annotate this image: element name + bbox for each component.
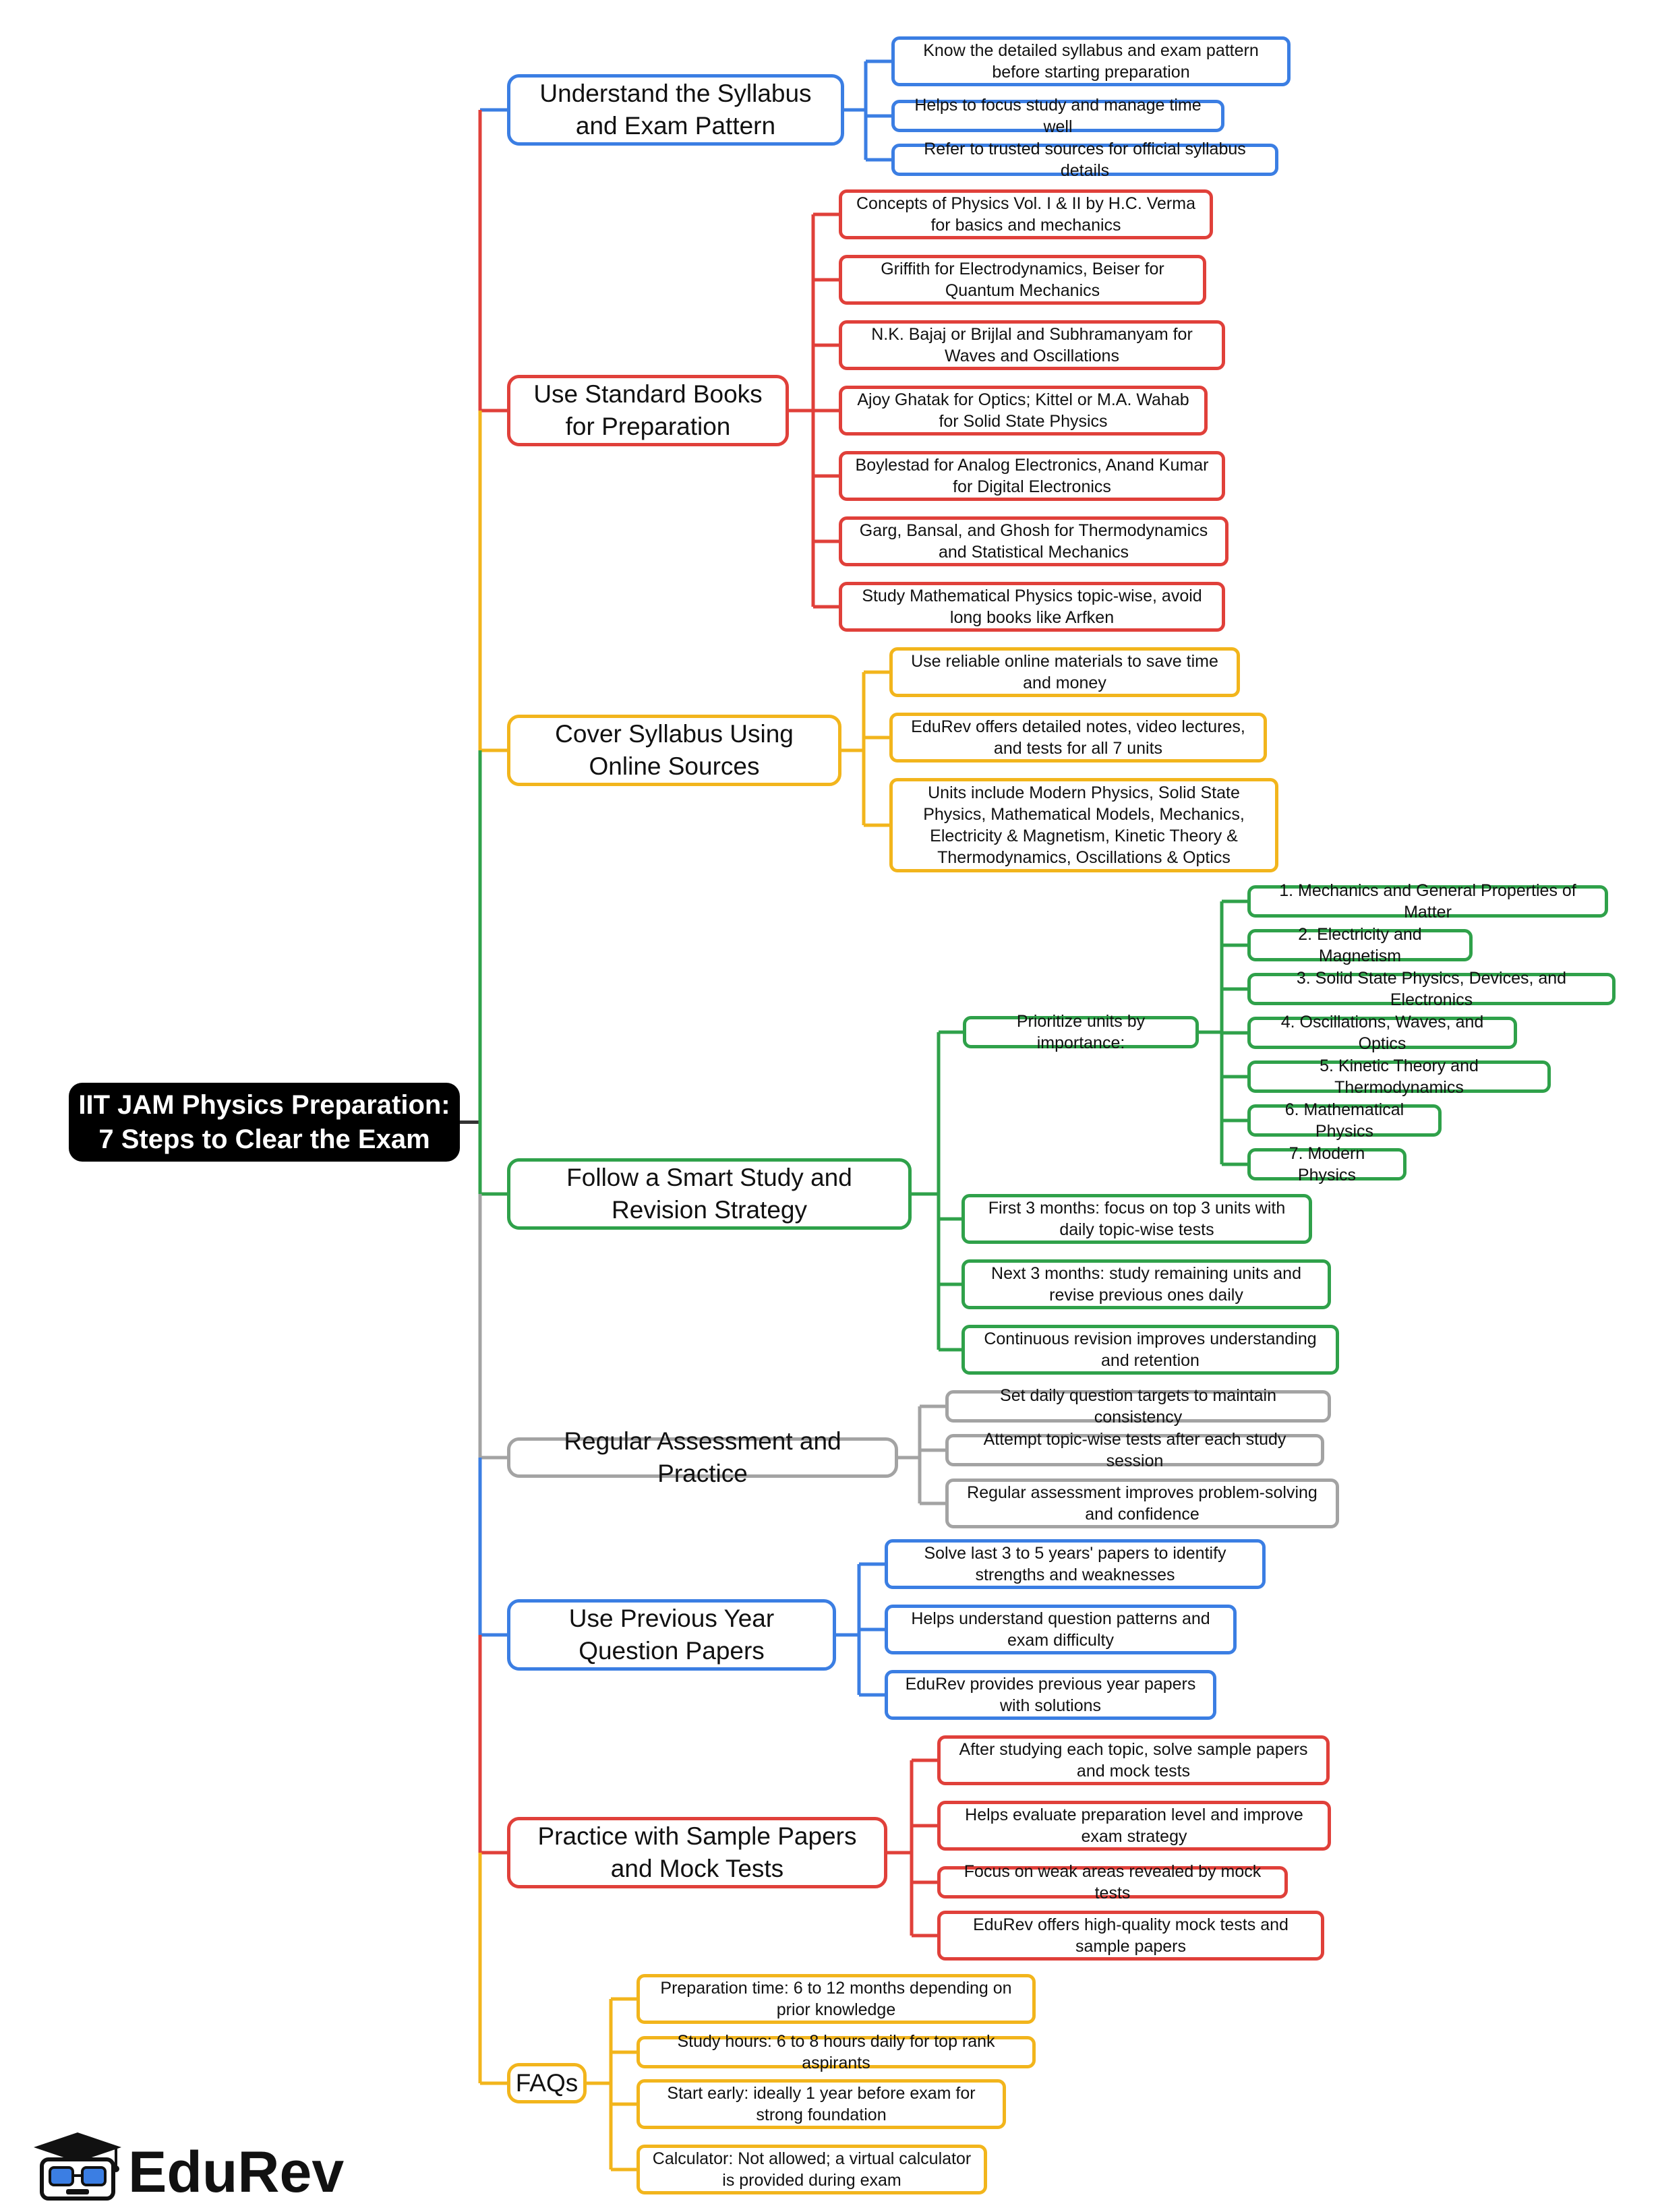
leaf-text: 3. Solid State Physics, Devices, and Ele…: [1296, 969, 1567, 1009]
unit-item: 2. Electricity and Magnetism: [1247, 925, 1473, 965]
leaf-node: First 3 months: focus on top 3 units wit…: [961, 1194, 1312, 1244]
leaf-node: Solve last 3 to 5 years' papers to ident…: [885, 1539, 1266, 1589]
leaf-node: Units include Modern Physics, Solid Stat…: [889, 778, 1278, 872]
unit-item: 3. Solid State Physics, Devices, and Ele…: [1247, 969, 1616, 1009]
leaf-text: Focus on weak areas revealed by mock tes…: [964, 1862, 1262, 1903]
leaf-node: Study hours: 6 to 8 hours daily for top …: [636, 2032, 1036, 2072]
branch-label: Understand the Syllabus and Exam Pattern: [539, 80, 812, 140]
leaf-text: Griffith for Electrodynamics, Beiser for…: [881, 260, 1164, 300]
branch-label: Practice with Sample Papers and Mock Tes…: [537, 1822, 857, 1882]
leaf-node: Preparation time: 6 to 12 months dependi…: [636, 1974, 1036, 2024]
leaf-node: Concepts of Physics Vol. I & II by H.C. …: [839, 189, 1213, 239]
priority-node: Prioritize units by importance:: [963, 1012, 1199, 1052]
leaf-node: Helps understand question patterns and e…: [885, 1605, 1237, 1654]
leaf-text: Start early: ideally 1 year before exam …: [667, 2084, 976, 2124]
leaf-text: EduRev offers high-quality mock tests an…: [973, 1915, 1289, 1956]
leaf-text: EduRev provides previous year papers wit…: [905, 1675, 1196, 1715]
branch-study-strategy: Follow a Smart Study and Revision Strate…: [507, 1158, 912, 1230]
graduate-robot-icon: [34, 2132, 121, 2201]
branch-online-sources: Cover Syllabus Using Online Sources: [507, 715, 841, 786]
leaf-text: 7. Modern Physics: [1289, 1144, 1365, 1185]
branch-standard-books: Use Standard Books for Preparation: [507, 375, 789, 446]
leaf-node: EduRev offers high-quality mock tests an…: [937, 1911, 1324, 1961]
leaf-node: Calculator: Not allowed; a virtual calcu…: [636, 2145, 987, 2194]
branch-mock-tests: Practice with Sample Papers and Mock Tes…: [507, 1817, 887, 1888]
leaf-text: Next 3 months: study remaining units and…: [991, 1264, 1301, 1305]
unit-item: 5. Kinetic Theory and Thermodynamics: [1247, 1056, 1551, 1097]
leaf-node: EduRev provides previous year papers wit…: [885, 1670, 1216, 1720]
leaf-node: Griffith for Electrodynamics, Beiser for…: [839, 255, 1206, 305]
leaf-text: Study Mathematical Physics topic-wise, a…: [862, 587, 1202, 627]
branch-label: Regular Assessment and Practice: [564, 1427, 841, 1487]
leaf-text: Attempt topic-wise tests after each stud…: [983, 1430, 1286, 1470]
leaf-node: Boylestad for Analog Electronics, Anand …: [839, 451, 1225, 501]
leaf-text: Preparation time: 6 to 12 months dependi…: [660, 1979, 1012, 2019]
root-title: IIT JAM Physics Preparation: 7 Steps to …: [69, 1083, 460, 1162]
leaf-text: 1. Mechanics and General Properties of M…: [1279, 881, 1576, 922]
leaf-text: Study hours: 6 to 8 hours daily for top …: [677, 2032, 995, 2072]
leaf-text: EduRev offers detailed notes, video lect…: [911, 717, 1245, 758]
branch-label: Use Previous Year Question Papers: [568, 1605, 775, 1665]
leaf-text: Prioritize units by importance:: [1016, 1012, 1146, 1052]
leaf-node: Continuous revision improves understandi…: [961, 1325, 1339, 1375]
leaf-node: Next 3 months: study remaining units and…: [961, 1259, 1331, 1309]
leaf-text: Know the detailed syllabus and exam patt…: [923, 41, 1259, 82]
branch-label: Follow a Smart Study and Revision Strate…: [566, 1164, 852, 1224]
leaf-node: EduRev offers detailed notes, video lect…: [889, 713, 1267, 763]
leaf-node: Regular assessment improves problem-solv…: [945, 1478, 1339, 1528]
root-title-line2: 7 Steps to Clear the Exam: [98, 1124, 430, 1154]
leaf-text: Regular assessment improves problem-solv…: [967, 1483, 1317, 1524]
leaf-text: Solve last 3 to 5 years' papers to ident…: [924, 1544, 1226, 1584]
leaf-node: Garg, Bansal, and Ghosh for Thermodynami…: [839, 516, 1228, 566]
leaf-text: 6. Mathematical Physics: [1284, 1100, 1404, 1141]
leaf-node: Study Mathematical Physics topic-wise, a…: [839, 582, 1225, 632]
branch-label: Cover Syllabus Using Online Sources: [555, 720, 794, 780]
leaf-text: Continuous revision improves understandi…: [984, 1329, 1317, 1370]
leaf-text: Use reliable online materials to save ti…: [911, 652, 1218, 692]
leaf-node: Know the detailed syllabus and exam patt…: [891, 36, 1291, 86]
logo-text: EduRev: [128, 2140, 345, 2205]
leaf-text: Units include Modern Physics, Solid Stat…: [923, 783, 1245, 867]
leaf-node: Start early: ideally 1 year before exam …: [636, 2079, 1006, 2129]
leaf-text: Boylestad for Analog Electronics, Anand …: [855, 456, 1209, 496]
leaf-node: Helps evaluate preparation level and imp…: [937, 1801, 1331, 1851]
leaf-text: Refer to trusted sources for official sy…: [924, 140, 1246, 180]
leaf-node: Ajoy Ghatak for Optics; Kittel or M.A. W…: [839, 386, 1208, 436]
leaf-node: Helps to focus study and manage time wel…: [891, 96, 1224, 136]
leaf-node: Focus on weak areas revealed by mock tes…: [937, 1862, 1288, 1903]
leaf-text: 2. Electricity and Magnetism: [1298, 925, 1422, 965]
unit-item: 1. Mechanics and General Properties of M…: [1247, 881, 1608, 922]
branch-syllabus: Understand the Syllabus and Exam Pattern: [507, 74, 844, 146]
branch-label: FAQs: [515, 2069, 579, 2097]
leaf-text: After studying each topic, solve sample …: [959, 1740, 1308, 1781]
leaf-text: Helps to focus study and manage time wel…: [914, 96, 1202, 136]
leaf-node: Set daily question targets to maintain c…: [945, 1386, 1331, 1427]
leaf-text: First 3 months: focus on top 3 units wit…: [988, 1199, 1286, 1239]
leaf-text: Set daily question targets to maintain c…: [1000, 1386, 1276, 1427]
unit-item: 6. Mathematical Physics: [1247, 1100, 1442, 1141]
leaf-text: Garg, Bansal, and Ghosh for Thermodynami…: [859, 521, 1208, 562]
leaf-text: N.K. Bajaj or Brijlal and Subhramanyam f…: [871, 325, 1193, 365]
unit-item: 4. Oscillations, Waves, and Optics: [1247, 1013, 1517, 1053]
leaf-node: Use reliable online materials to save ti…: [889, 647, 1240, 697]
branch-faqs: FAQs: [507, 2063, 587, 2103]
leaf-text: Concepts of Physics Vol. I & II by H.C. …: [856, 194, 1195, 235]
root-title-line1: IIT JAM Physics Preparation:: [78, 1089, 450, 1120]
leaf-node: N.K. Bajaj or Brijlal and Subhramanyam f…: [839, 320, 1225, 370]
leaf-text: Helps evaluate preparation level and imp…: [965, 1805, 1303, 1846]
leaf-node: After studying each topic, solve sample …: [937, 1735, 1330, 1785]
leaf-node: Attempt topic-wise tests after each stud…: [945, 1430, 1324, 1470]
leaf-text: Calculator: Not allowed; a virtual calcu…: [652, 2149, 972, 2190]
branch-previous-papers: Use Previous Year Question Papers: [507, 1599, 836, 1671]
leaf-text: 4. Oscillations, Waves, and Optics: [1280, 1013, 1484, 1053]
leaf-node: Refer to trusted sources for official sy…: [891, 140, 1278, 180]
branch-label: Use Standard Books for Preparation: [533, 380, 763, 440]
leaf-text: Helps understand question patterns and e…: [911, 1609, 1210, 1650]
leaf-text: 5. Kinetic Theory and Thermodynamics: [1320, 1056, 1479, 1097]
unit-item: 7. Modern Physics: [1247, 1144, 1407, 1185]
branch-assessment: Regular Assessment and Practice: [507, 1427, 898, 1487]
leaf-text: Ajoy Ghatak for Optics; Kittel or M.A. W…: [857, 390, 1189, 431]
